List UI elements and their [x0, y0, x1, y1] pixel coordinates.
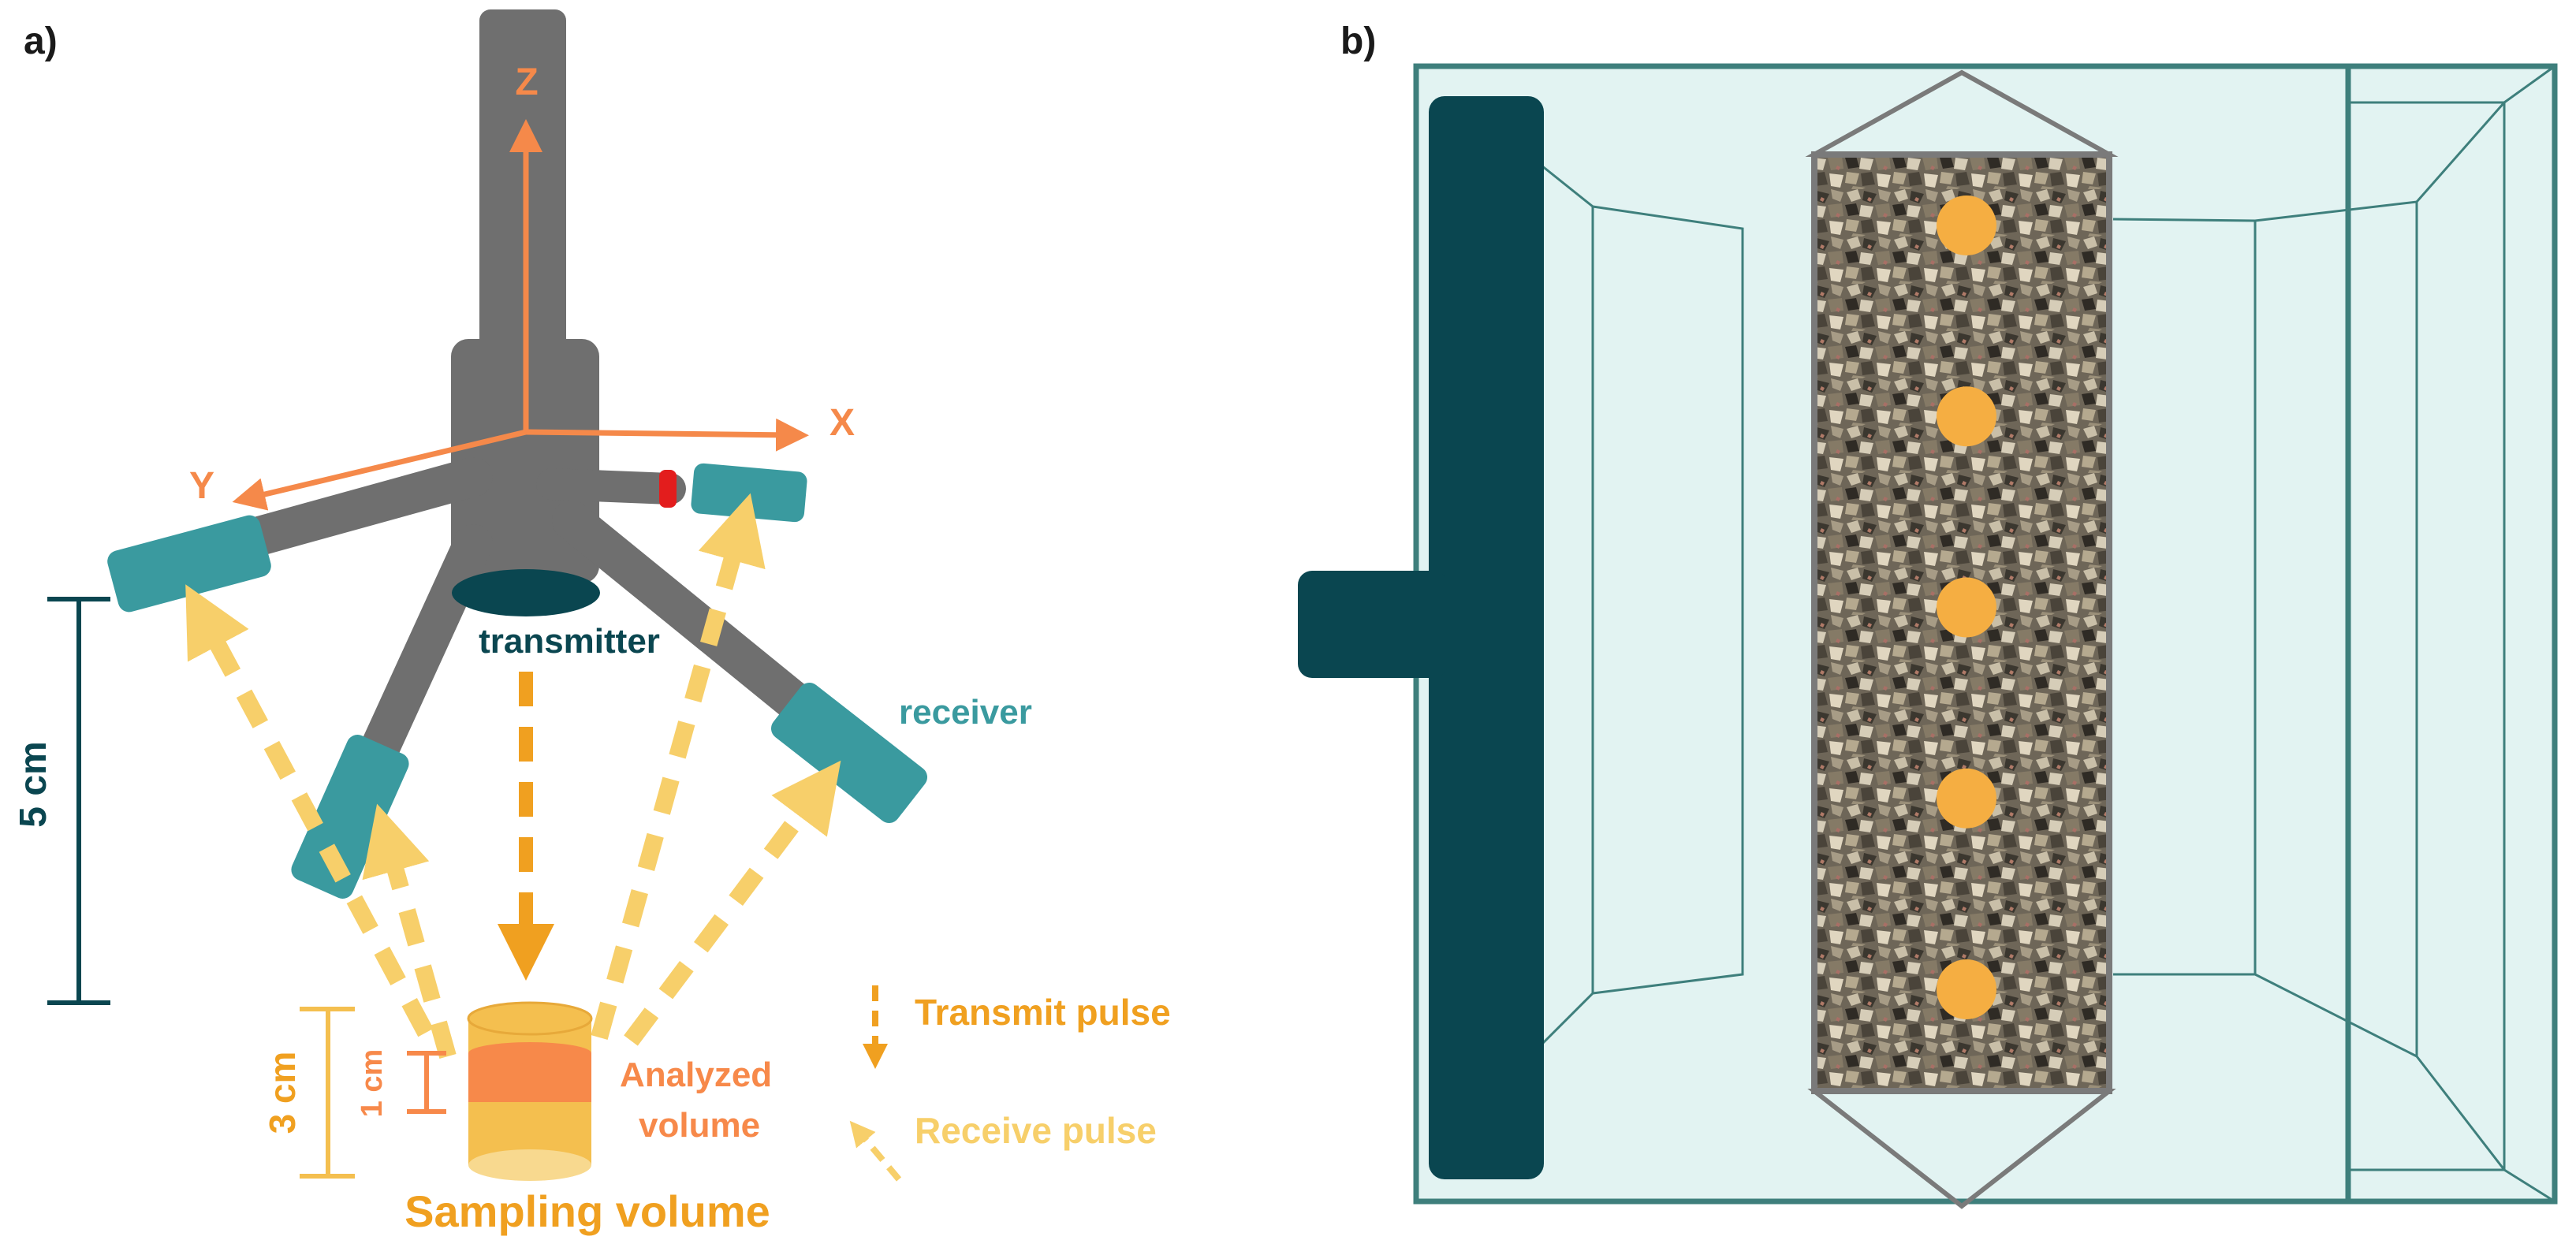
tank-inner-left-frame [1520, 148, 1594, 1066]
receiver-left-lower [291, 735, 409, 899]
receive-pulse-line [362, 803, 457, 1059]
tank-inner-right-frame-3 [2254, 973, 2418, 1058]
tank-inner-right-frame [2112, 200, 2418, 1056]
legend-receive-label: Receive pulse [915, 1110, 1157, 1151]
probe-arm-right-upper [536, 468, 686, 505]
probe-stem [479, 9, 566, 372]
legend: Transmit pulse Receive pulse [849, 985, 1171, 1182]
tank-side-bar [1429, 96, 1544, 1179]
sample-points [1937, 196, 1996, 1019]
axis-x-line [525, 418, 809, 452]
sample-point [1937, 577, 1996, 638]
axis-y-line [232, 429, 527, 511]
panel-a: a) transmitter receiver Z X Y 5 c [13, 9, 1171, 1236]
legend-receive-symbol [849, 1120, 902, 1182]
tank-inner-left-frame-2 [1592, 205, 1744, 995]
panel-a-label: a) [24, 20, 58, 62]
tank-handle [1298, 571, 1448, 678]
sampling-volume-label: Sampling volume [404, 1186, 770, 1236]
receiver-label: receiver [899, 693, 1032, 732]
transmitter-label: transmitter [479, 622, 660, 661]
tank-top-right-diag [2503, 65, 2555, 104]
receiver-right-lower [770, 682, 928, 824]
sampling-volume-cylinder [467, 1001, 593, 1181]
scale-3cm-label: 3 cm [262, 1052, 303, 1134]
panel-b-label: b) [1340, 20, 1376, 62]
receiver-right-upper [691, 463, 807, 523]
sampling-cylinder-top [467, 1001, 593, 1036]
sample-point [1937, 196, 1996, 255]
sample-point [1937, 959, 1996, 1019]
legend-transmit-label: Transmit pulse [915, 992, 1171, 1033]
sampling-cylinder-bottom [468, 1149, 591, 1181]
analyzed-volume-top [468, 1042, 591, 1064]
receive-pulse-lines [185, 493, 841, 1059]
axis-z-label: Z [515, 61, 538, 103]
axis-x-label: X [829, 402, 855, 444]
probe-arm-left-lower [352, 524, 493, 784]
receive-pulse-line [185, 584, 434, 1037]
axis-y-label: Y [189, 465, 214, 507]
tank-perspective-lines [1520, 65, 2555, 1203]
sediment-column [1805, 69, 2119, 1209]
scale-1cm-label: 1 cm [356, 1049, 389, 1118]
sample-point [1937, 386, 1996, 447]
receiver-left-upper [107, 515, 271, 613]
tank-bottom-right-diag [2503, 1168, 2555, 1203]
panel-b: b) [1298, 20, 2558, 1209]
sample-point [1937, 768, 1996, 829]
transmitter-face [452, 569, 600, 616]
red-marker [659, 470, 677, 508]
scale-5cm-label: 5 cm [13, 741, 54, 827]
probe-arm-right-lower [552, 501, 824, 729]
analyzed-volume-label-line2: volume [639, 1106, 760, 1145]
probe-arm-left-upper [217, 457, 493, 562]
receive-pulse-line [591, 493, 766, 1040]
analyzed-volume-label-line1: Analyzed [620, 1056, 772, 1094]
receive-pulse-line [624, 760, 841, 1046]
